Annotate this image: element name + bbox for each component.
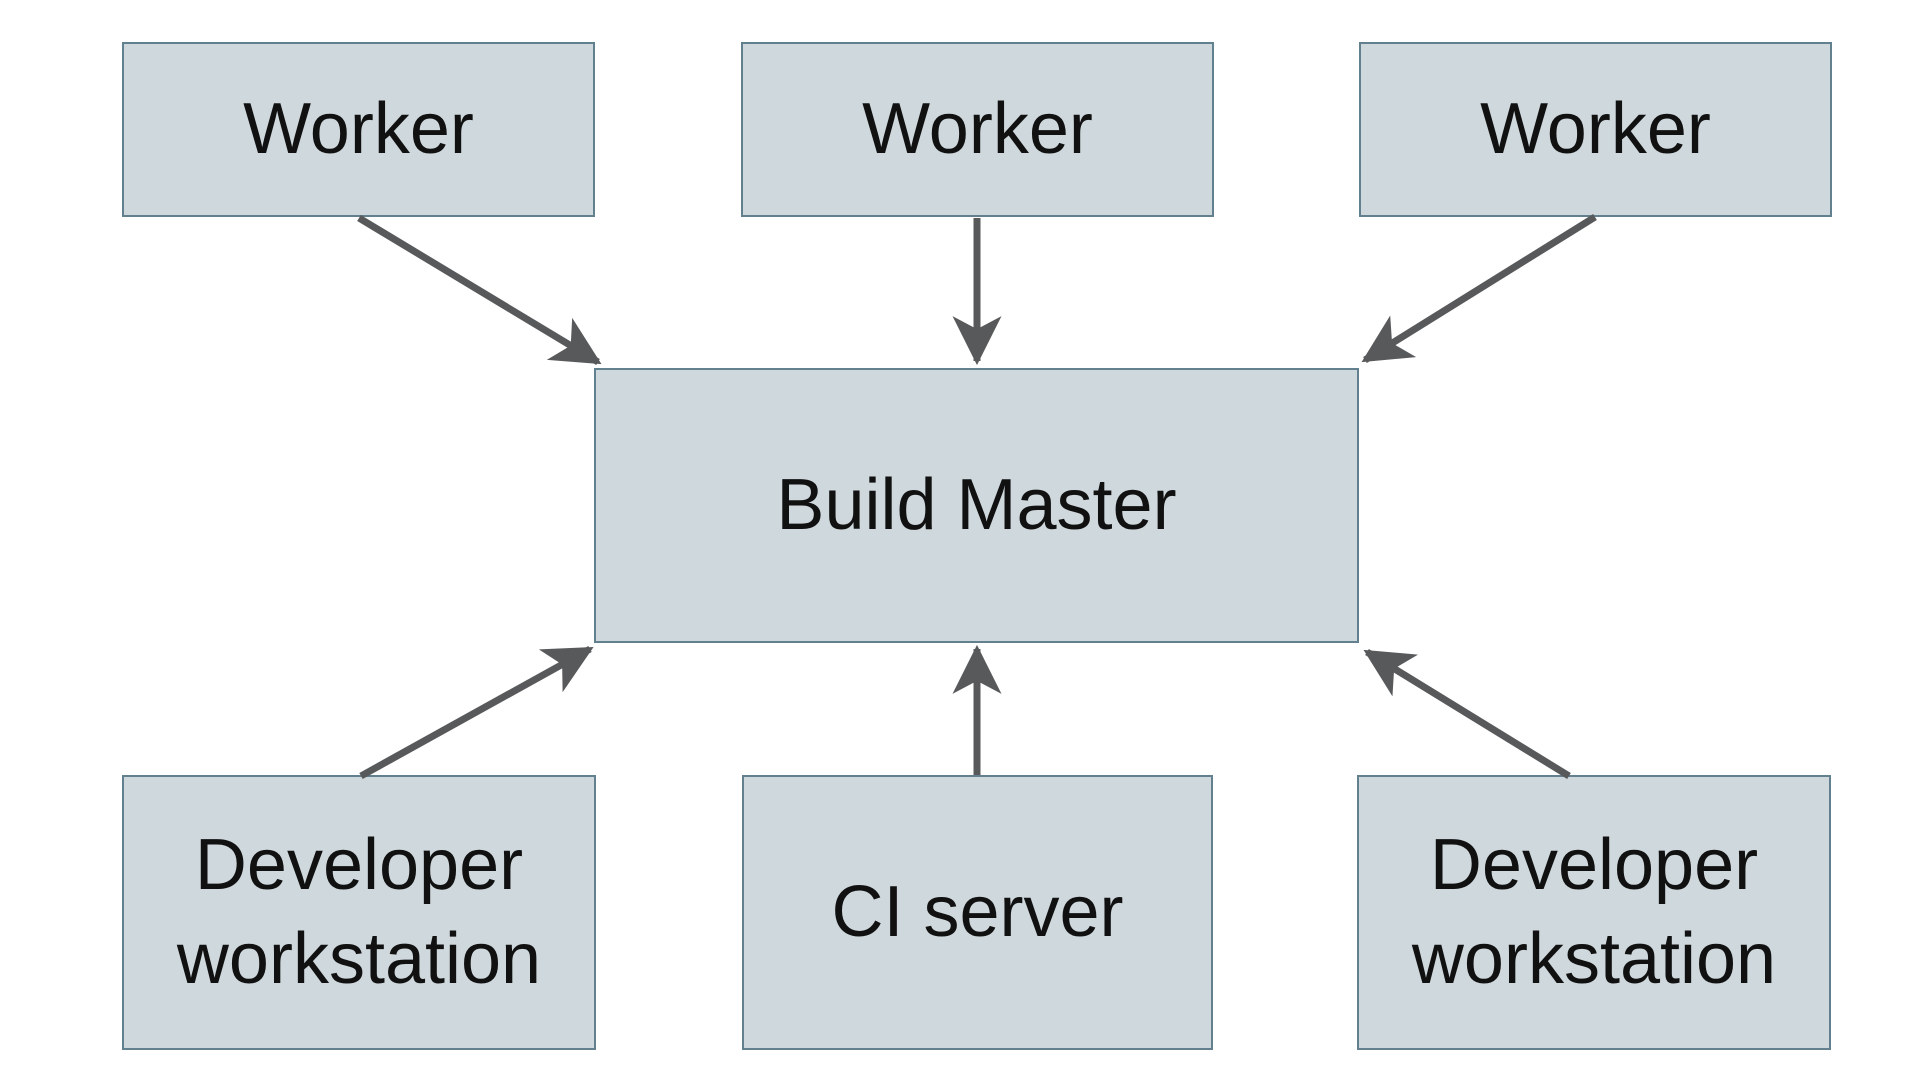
node-worker-left: Worker: [122, 42, 595, 217]
node-worker-left-label: Worker: [243, 88, 474, 169]
arrow-dev-left-to-build-master: [359, 645, 594, 780]
node-worker-right-label: Worker: [1480, 88, 1711, 169]
node-ci-server: CI server: [742, 775, 1213, 1050]
arrow-worker-right-to-build-master: [1361, 214, 1597, 363]
node-ci-server-label: CI server: [831, 871, 1124, 952]
node-build-master: Build Master: [594, 368, 1359, 643]
arrow-worker-left-to-build-master: [357, 215, 602, 365]
node-developer-workstation-left: Developer workstation: [122, 775, 596, 1050]
node-worker-right: Worker: [1359, 42, 1832, 217]
node-build-master-label: Build Master: [776, 464, 1177, 545]
node-developer-workstation-right-label: Developer workstation: [1411, 824, 1777, 999]
node-worker-center: Worker: [741, 42, 1214, 217]
node-developer-workstation-left-label: Developer workstation: [176, 824, 542, 999]
node-worker-center-label: Worker: [862, 88, 1093, 169]
arrow-dev-right-to-build-master: [1363, 649, 1571, 779]
node-developer-workstation-right: Developer workstation: [1357, 775, 1831, 1050]
